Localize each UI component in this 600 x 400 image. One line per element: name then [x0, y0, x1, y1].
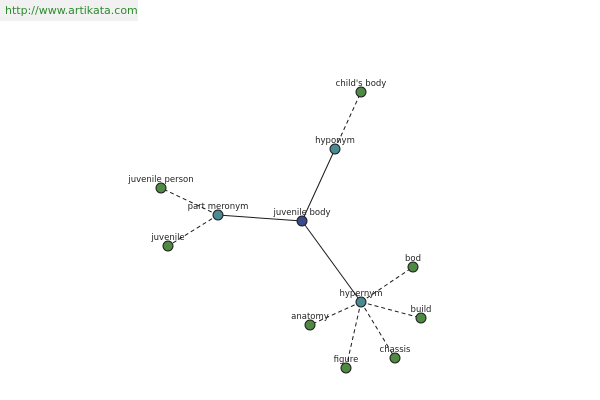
node-label: part meronym [188, 202, 249, 212]
node-circle[interactable] [389, 352, 401, 364]
node-circle[interactable] [340, 362, 352, 374]
node-bod[interactable]: bod [405, 254, 421, 273]
node-label: figure [334, 355, 359, 365]
source-bar: http://www.artikata.com [0, 0, 138, 21]
edge-juvenile-body-to-hyponym [301, 148, 336, 222]
nodes-layer: juvenile body hyponym part meronym hypernym… [127, 79, 432, 374]
edge-hypernym-to-bod [360, 266, 414, 303]
node-chassis[interactable]: chassis [380, 345, 411, 364]
edge-juvenile-body-to-hypernym [301, 220, 362, 303]
node-child-s-body[interactable]: child's body [336, 79, 387, 98]
edge-hypernym-to-build [360, 301, 422, 319]
node-label: hyponym [315, 136, 355, 146]
node-anatomy[interactable]: anatomy [291, 312, 329, 331]
node-circle[interactable] [162, 240, 174, 252]
node-circle[interactable] [304, 319, 316, 331]
node-circle[interactable] [355, 86, 367, 98]
node-label: juvenile [150, 233, 184, 243]
node-hyponym[interactable]: hyponym [315, 136, 355, 155]
edge-hypernym-to-anatomy [309, 301, 362, 326]
node-circle[interactable] [355, 296, 367, 308]
edge-part-meronym-to-juvenile [167, 214, 219, 247]
node-circle[interactable] [415, 312, 427, 324]
node-juvenile[interactable]: juvenile [150, 233, 185, 252]
node-label: build [411, 305, 432, 315]
node-label: hypernym [339, 289, 382, 299]
node-circle[interactable] [329, 143, 341, 155]
node-juvenile-body[interactable]: juvenile body [272, 208, 331, 227]
node-hypernym[interactable]: hypernym [339, 289, 383, 308]
edge-hypernym-to-chassis [360, 301, 396, 359]
node-label: chassis [380, 345, 411, 355]
node-circle[interactable] [212, 209, 224, 221]
node-figure[interactable]: figure [334, 355, 359, 374]
edge-part-meronym-to-juvenile-person [160, 187, 219, 216]
node-part-meronym[interactable]: part meronym [188, 202, 249, 221]
node-juvenile-person[interactable]: juvenile person [127, 175, 194, 194]
node-build[interactable]: build [411, 305, 432, 324]
node-circle[interactable] [155, 182, 167, 194]
edges-layer [160, 91, 422, 369]
node-label: juvenile body [272, 208, 330, 218]
node-circle[interactable] [407, 261, 419, 273]
node-label: anatomy [291, 312, 329, 322]
node-label: bod [405, 254, 421, 264]
edge-hyponym-to-child-s-body [334, 91, 362, 150]
edge-hypernym-to-figure [345, 301, 362, 369]
source-link[interactable]: http://www.artikata.com [5, 4, 138, 17]
node-label: juvenile person [127, 175, 193, 185]
node-circle[interactable] [296, 215, 308, 227]
edge-juvenile-body-to-part-meronym [217, 214, 303, 222]
node-label: child's body [336, 79, 387, 89]
